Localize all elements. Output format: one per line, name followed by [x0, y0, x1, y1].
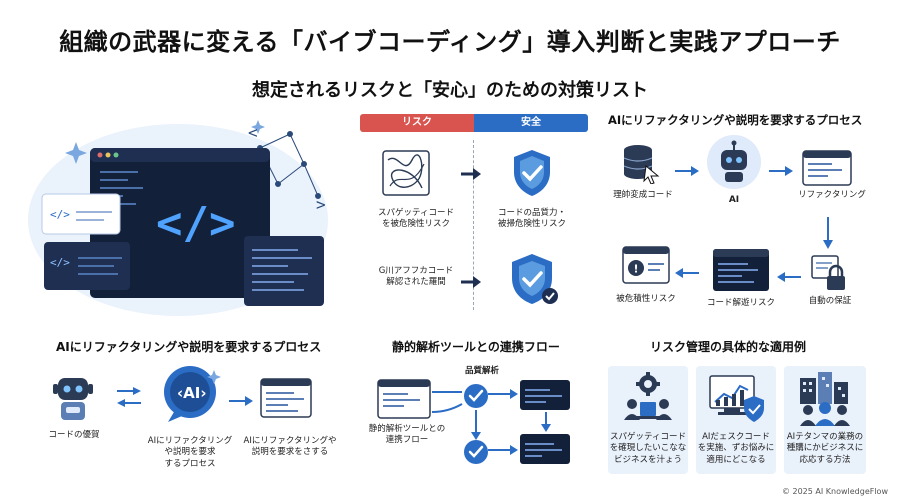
- process-right-node-5: コード解遊リスク: [706, 298, 775, 308]
- example-card-3-text: AIテタンマの業務の 種購にかビジネスに 応応する方法: [786, 432, 864, 465]
- risk-header: リスク: [360, 114, 474, 132]
- risk-text-1: スパゲッティコード を被危険性リスク: [378, 208, 454, 230]
- ai-bubble-icon: ‹AI›: [158, 362, 222, 430]
- process-right-diagram: 理帥変成コード AI リファクタリング: [600, 128, 890, 314]
- examples-title: リスク管理の具体的な適用例: [650, 340, 807, 354]
- lock-icon: [810, 254, 846, 296]
- svg-text:<: <: [248, 123, 258, 142]
- divider: [473, 140, 474, 310]
- shield-check-icon: [508, 252, 560, 312]
- static-flow-title: 静的解析ツールとの連携フロー: [392, 340, 560, 354]
- footer-copyright: © 2025 AI KnowledgeFlow: [781, 487, 888, 496]
- arrow-right-icon: [460, 274, 482, 293]
- svg-text:</>: </>: [50, 256, 70, 269]
- arrow-right-icon: [768, 162, 794, 181]
- team-building-icon: [794, 372, 856, 430]
- svg-text:</>: </>: [50, 208, 70, 221]
- example-card-2: AIだェスクコード を実施、ずお悩みに 適用にどこなる: [696, 366, 776, 474]
- process-left-title: AIにリファクタリングや説明を要求するプロセス: [56, 340, 322, 354]
- process-right-node-1: 理帥変成コード: [613, 190, 673, 200]
- code-window-icon: [802, 150, 852, 190]
- svg-text:‹AI›: ‹AI›: [177, 384, 207, 402]
- code-window-icon: [712, 248, 770, 296]
- shield-check-icon: [510, 148, 554, 202]
- static-flow-top-label: 品質解析: [464, 366, 499, 376]
- static-flow-connectors: [377, 379, 570, 464]
- example-card-2-text: AIだェスクコード を実施、ずお悩みに 適用にどこなる: [697, 432, 775, 465]
- chart-shield-icon: [706, 372, 766, 430]
- arrow-right-icon: [228, 392, 254, 411]
- process-left-diagram: コードの優賀 ‹AI› AIにリファクタリング や説明を要求 するプロセス AI…: [30, 360, 350, 480]
- svg-text:!: !: [634, 263, 639, 276]
- process-right-node-6: 被危積性リスク: [616, 294, 676, 304]
- process-right-node-3: リファクタリング: [798, 190, 866, 200]
- database-cursor-icon: [620, 142, 660, 188]
- process-left-node-2: AIにリファクタリング や説明を要求 するプロセス: [147, 436, 233, 469]
- process-right-node-4: 自動の保証: [808, 296, 852, 306]
- process-right-node-2: AI: [728, 195, 740, 205]
- process-left-node-1: コードの優賀: [48, 430, 100, 440]
- risk-text-2: G川アフフカコード 解認された羅間: [378, 266, 454, 288]
- subtitle: 想定されるリスクと「安心」のための対策リスト: [252, 80, 648, 101]
- safety-text-1: コードの品質力・ 被掃危険性リスク: [497, 208, 566, 230]
- arrow-down-icon: [822, 216, 834, 254]
- static-flow-diagram: 品質解析 静的解析ツールとの 連携フロー: [369, 362, 590, 486]
- team-gear-icon: [620, 372, 676, 428]
- arrow-left-icon: [674, 264, 700, 283]
- safety-header: 安全: [474, 114, 588, 132]
- robot-icon: [50, 372, 96, 428]
- example-card-1-text: スパゲッティコード を確現したいこなな ビジネスを汁ょう: [609, 432, 687, 465]
- arrow-right-icon: [674, 162, 700, 181]
- process-right-title: AIにリファクタリングや説明を要求するプロセス: [608, 113, 863, 127]
- example-card-3: AIテタンマの業務の 種購にかビジネスに 応応する方法: [784, 366, 866, 474]
- svg-text:>: >: [316, 195, 326, 214]
- arrow-right-icon: [460, 166, 482, 185]
- svg-text:</>: </>: [156, 198, 235, 249]
- process-left-node-3: AIにリファクタリングや 説明を要求をさする: [243, 436, 337, 458]
- tangled-lines-icon: [382, 150, 430, 200]
- robot-icon: [706, 134, 762, 194]
- code-window-icon: [260, 378, 312, 422]
- example-card-1: スパゲッティコード を確現したいこなな ビジネスを汁ょう: [608, 366, 688, 474]
- risk-safety-section: リスク 安全 スパゲッティコード を被危険性リスク コードの品質力・ 被掃危険性…: [360, 114, 588, 314]
- hero-illustration: < > </> </> </>: [28, 100, 338, 320]
- arrow-left-icon: [776, 268, 802, 287]
- main-title: 組織の武器に変える「バイブコーディング」導入判断と実践アプローチ: [59, 28, 841, 56]
- warning-window-icon: !: [622, 246, 670, 292]
- static-flow-left-label: 静的解析ツールとの 連携フロー: [368, 424, 446, 446]
- double-arrow-icon: [116, 386, 142, 412]
